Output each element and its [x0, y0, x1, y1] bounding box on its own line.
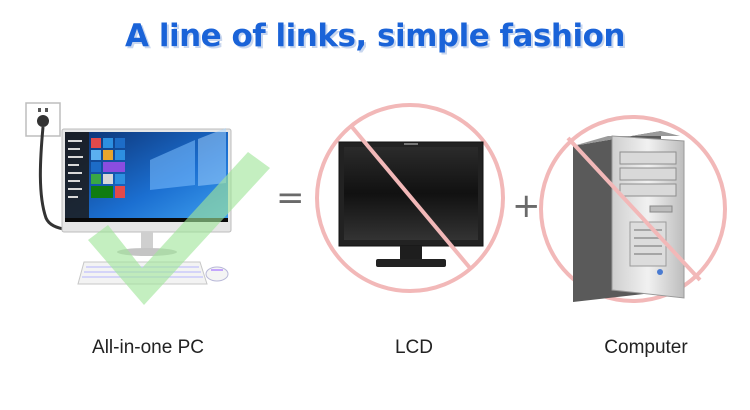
computer-tower-illustration — [539, 115, 727, 303]
green-check-icon — [88, 152, 270, 305]
lcd-monitor-illustration — [315, 103, 505, 293]
caption-lcd: LCD — [394, 337, 433, 358]
plus-operator: + — [512, 186, 541, 226]
page-title: A line of links, simple fashion — [125, 18, 625, 54]
caption-all-in-one-pc: All-in-one PC — [92, 337, 204, 358]
prohibition-slash — [566, 136, 702, 282]
prohibition-slash — [350, 125, 472, 270]
caption-computer: Computer — [604, 337, 688, 358]
wall-socket-icon — [25, 102, 101, 232]
prohibition-circle-icon — [539, 115, 727, 303]
all-in-one-pc-illustration — [25, 102, 270, 305]
equals-operator: = — [276, 178, 305, 218]
prohibition-circle-icon — [315, 103, 505, 293]
